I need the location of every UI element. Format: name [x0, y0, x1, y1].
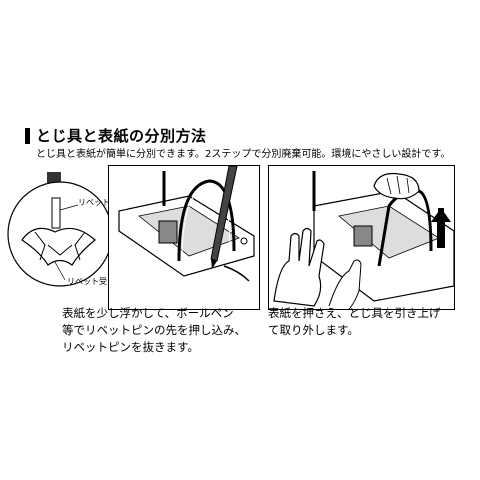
- callout-rivet-receiver: リベット受: [67, 277, 107, 286]
- binder-removal-illustration: [273, 171, 454, 309]
- page-title: とじ具と表紙の分別方法: [36, 127, 207, 145]
- callout-rivet-pin: リベットピン: [78, 198, 126, 207]
- step2-illustration-panel: [268, 165, 455, 310]
- page-subtitle: とじ具と表紙が簡単に分別できます。2ステップで分別廃棄可能。環境にやさしい設計で…: [36, 149, 451, 160]
- title-marker: [25, 128, 30, 144]
- step1-illustration-panel: [108, 165, 260, 310]
- binder-pen-illustration: [118, 166, 255, 282]
- step1-description: 表紙を少し浮かして、ボールペン 等でリベットピンの先を押し込み、 リベットピンを…: [62, 306, 246, 354]
- step2-description: 表紙を押さえ、とじ具を引き上げ て取り外します。: [268, 306, 441, 337]
